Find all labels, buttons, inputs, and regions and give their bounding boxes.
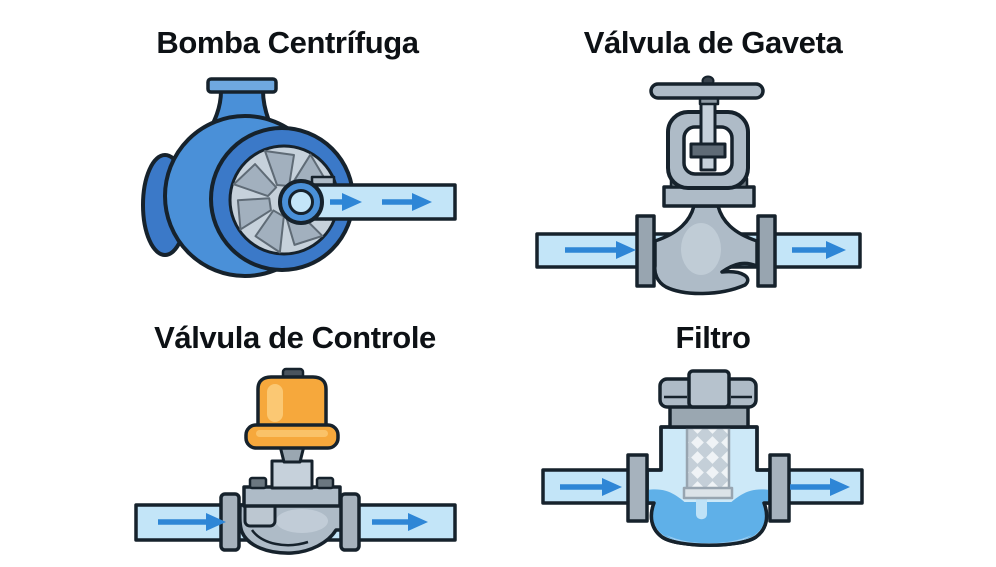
control-valve-body-highlight — [276, 509, 328, 533]
filter-mesh-base — [682, 486, 734, 500]
gate-valve-illustration — [535, 75, 862, 296]
bolt-icon — [248, 476, 268, 490]
pipe-flange — [768, 453, 791, 523]
control-valve-illustration — [134, 367, 457, 555]
gate-valve-body-highlight — [681, 223, 721, 275]
filter-cap-boss — [687, 369, 731, 409]
handwheel — [649, 82, 765, 100]
actuator-highlight — [267, 384, 283, 422]
pipe-flange — [339, 492, 361, 552]
filter-body-outline — [645, 425, 772, 547]
control-valve-bonnet — [242, 485, 342, 508]
pipe-flange — [635, 214, 656, 288]
actuator-base-highlight — [256, 430, 328, 437]
gate-valve-gland — [689, 142, 727, 159]
panel-title-filter: Filtro — [675, 320, 751, 355]
filter-drip — [696, 496, 707, 520]
pipe-flange — [219, 492, 241, 552]
bolt-icon — [315, 476, 335, 490]
filter-mesh-screen — [685, 426, 731, 492]
pipe-flange — [756, 214, 777, 288]
control-valve-body-seam — [250, 529, 309, 547]
panel-title-control-valve: Válvula de Controle — [154, 320, 436, 355]
panel-title-gate-valve: Válvula de Gaveta — [583, 25, 843, 60]
panel-title-centrifugal-pump: Bomba Centrífuga — [156, 25, 419, 60]
pump-discharge-flange — [206, 77, 278, 94]
control-valve-stem-block — [270, 459, 314, 490]
centrifugal-pump-illustration — [141, 77, 457, 278]
pipe-flange — [626, 453, 649, 523]
filter-illustration — [541, 369, 864, 547]
pump-shaft-bore — [288, 189, 314, 215]
filter-bowl-water — [652, 502, 766, 544]
